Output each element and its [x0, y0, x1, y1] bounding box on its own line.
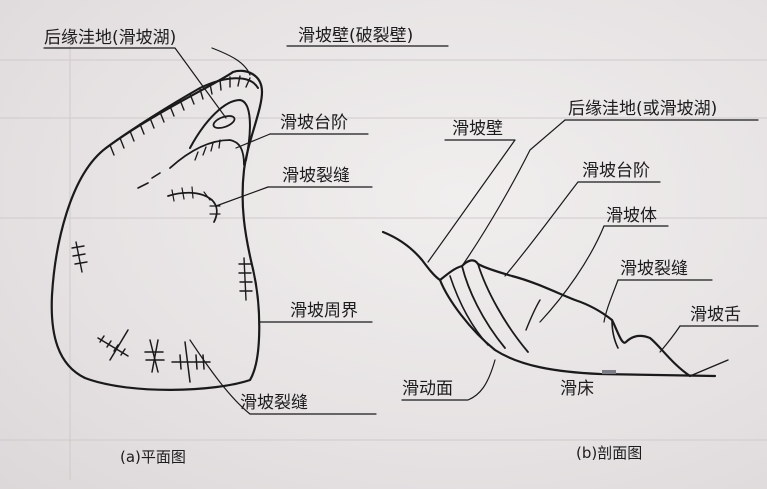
plan-label-step: 滑坡台阶	[280, 113, 348, 133]
profile-crack-line	[611, 319, 619, 349]
plan-scarp-hachures	[109, 75, 251, 156]
profile-tongue-base	[689, 359, 729, 377]
plan-label-rear-depression: 后缘洼地(滑坡湖)	[44, 28, 176, 48]
profile-leader-lines	[401, 119, 759, 401]
profile-label-bed: 滑床	[560, 379, 594, 399]
plan-dash-2	[151, 172, 161, 179]
plan-caption: (a)平面图	[120, 448, 186, 466]
profile-view: 滑坡壁 后缘洼地(或滑坡湖) 滑坡台阶 滑坡体 滑坡裂缝 滑坡舌 滑动面 滑床 …	[381, 99, 759, 462]
plan-step-hachures	[194, 139, 221, 161]
profile-label-tongue: 滑坡舌	[690, 305, 741, 325]
plan-inner-arc-1	[189, 99, 251, 161]
profile-label-crack: 滑坡裂缝	[620, 259, 688, 279]
profile-body-surface	[438, 259, 692, 378]
profile-ground-surface	[381, 230, 442, 282]
profile-label-slip-surface: 滑动面	[402, 379, 453, 399]
profile-label-body: 滑坡体	[606, 206, 657, 226]
plan-scarp-arc	[105, 77, 259, 149]
plan-upper-crack-ticks	[171, 186, 221, 215]
plan-inner-arc-2	[169, 139, 245, 169]
profile-inner-block-3	[449, 275, 489, 346]
plan-label-crack-lower: 滑坡裂缝	[240, 393, 308, 413]
plan-label-boundary: 滑坡周界	[290, 301, 358, 321]
plan-label-scarp: 滑坡壁(破裂壁)	[298, 26, 413, 46]
background-bleed	[0, 40, 767, 480]
plan-leader-lines	[43, 45, 449, 415]
profile-caption: (b)剖面图	[576, 444, 642, 462]
plan-upper-crack	[167, 191, 218, 223]
profile-slip-surface	[438, 278, 717, 378]
profile-bed-marker	[602, 370, 616, 374]
profile-crack-line-2	[525, 299, 541, 331]
profile-label-rear-depression: 后缘洼地(或滑坡湖)	[568, 99, 717, 119]
plan-lower-cracks	[97, 329, 211, 383]
plan-left-cracks	[71, 241, 88, 273]
plan-label-crack-upper: 滑坡裂缝	[282, 166, 350, 186]
profile-inner-block-1	[461, 265, 506, 349]
plan-view: 后缘洼地(滑坡湖) 滑坡壁(破裂壁) 滑坡台阶 滑坡裂缝 滑坡周界 滑坡裂缝 (…	[43, 26, 449, 466]
plan-landslide-boundary	[50, 69, 264, 391]
plan-right-cracks	[238, 257, 253, 301]
plan-dash-1	[137, 182, 149, 189]
profile-label-wall: 滑坡壁	[452, 119, 503, 139]
profile-inner-block-2	[477, 263, 529, 353]
plan-rear-depression-lake	[212, 115, 236, 129]
profile-label-step: 滑坡台阶	[582, 161, 650, 181]
